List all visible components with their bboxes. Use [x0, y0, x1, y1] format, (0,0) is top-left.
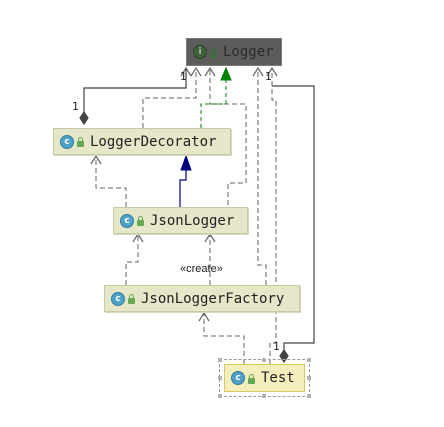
selection-handle[interactable] — [218, 376, 222, 380]
arrowhead — [198, 311, 210, 322]
selection-handle[interactable] — [307, 358, 311, 362]
selection-handle[interactable] — [307, 394, 311, 398]
edge-factory-to-jsonlogger[interactable] — [125, 234, 139, 285]
association-test-logger[interactable] — [272, 85, 315, 364]
multiplicity-label: 1 — [180, 70, 187, 83]
association-decorator-logger[interactable] — [79, 68, 187, 126]
arrowhead — [204, 232, 216, 243]
realization-edge[interactable] — [200, 66, 232, 128]
node-logger-decorator[interactable]: c LoggerDecorator — [53, 128, 231, 155]
class-icon: c — [231, 371, 245, 385]
create-stereotype-label: «create» — [180, 263, 223, 275]
arrowhead — [252, 66, 264, 77]
public-lock-icon — [210, 47, 217, 58]
selection-handle[interactable] — [262, 394, 266, 398]
generalization-arrowhead — [180, 154, 192, 171]
public-lock-icon — [248, 373, 255, 384]
edge-test-to-logger-dep[interactable] — [269, 68, 277, 364]
node-json-logger-name: JsonLogger — [150, 212, 235, 229]
composition-diamond — [279, 348, 289, 364]
node-json-logger[interactable]: c JsonLogger — [113, 207, 248, 234]
node-logger-decorator-name: LoggerDecorator — [90, 133, 217, 150]
multiplicity-label: 1 — [273, 340, 280, 353]
selection-handle[interactable] — [218, 394, 222, 398]
multiplicity-label: 1 — [265, 70, 272, 83]
selection-handle[interactable] — [307, 376, 311, 380]
node-logger[interactable]: i Logger — [186, 38, 282, 66]
arrowhead — [266, 66, 278, 77]
node-json-logger-factory[interactable]: c JsonLoggerFactory — [104, 285, 300, 312]
node-logger-name: Logger — [223, 44, 274, 60]
edge-jsonlogger-to-decorator[interactable] — [95, 156, 127, 207]
edge-decorator-to-logger[interactable] — [142, 68, 197, 128]
edge-test-to-factory[interactable] — [203, 313, 245, 364]
arrowhead — [204, 66, 216, 77]
public-lock-icon — [77, 137, 84, 147]
node-json-logger-factory-name: JsonLoggerFactory — [141, 290, 285, 307]
public-lock-icon — [137, 216, 144, 226]
class-icon: c — [111, 291, 125, 306]
multiplicity-label: 1 — [72, 100, 79, 113]
composition-diamond — [79, 110, 89, 126]
node-test-name: Test — [261, 370, 295, 386]
node-test[interactable]: c Test — [219, 359, 310, 397]
class-icon: c — [120, 213, 134, 228]
arrowhead — [90, 154, 102, 165]
interface-icon: i — [193, 45, 207, 59]
edge-jsonlogger-to-logger[interactable] — [209, 68, 247, 205]
arrowhead — [190, 66, 202, 77]
generalization-edge[interactable] — [179, 154, 192, 207]
dependency-edges — [95, 68, 277, 364]
class-icon: c — [60, 134, 74, 149]
selection-handle[interactable] — [262, 358, 266, 362]
arrowhead — [132, 232, 144, 243]
open-arrowheads — [90, 66, 278, 322]
selection-handle[interactable] — [218, 358, 222, 362]
realization-arrowhead — [220, 66, 232, 81]
public-lock-icon — [128, 294, 135, 304]
edge-factory-to-logger[interactable] — [257, 68, 267, 285]
